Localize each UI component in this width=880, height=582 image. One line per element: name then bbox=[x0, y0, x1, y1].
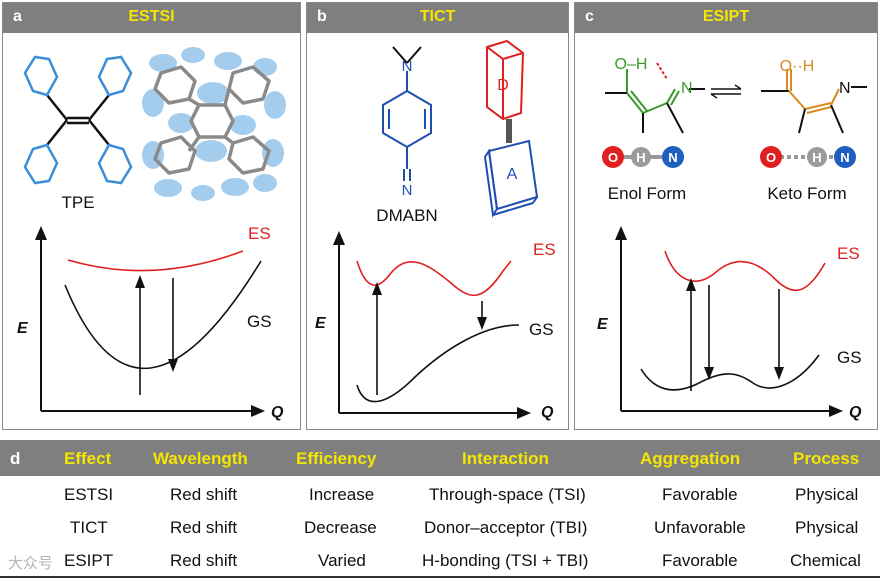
atom-h: H bbox=[636, 150, 645, 165]
header-process: Process bbox=[793, 449, 860, 468]
q-axis-label: Q bbox=[271, 404, 284, 421]
donor-label: D bbox=[497, 77, 509, 94]
dmabn-molecule bbox=[382, 46, 432, 181]
header-effect: Effect bbox=[64, 449, 112, 468]
cell-aggregation: Favorable bbox=[662, 485, 738, 504]
e-axis-label: E bbox=[597, 316, 609, 333]
gs-label: GS bbox=[837, 348, 862, 367]
energy-diagram-b: ES GS E Q bbox=[315, 231, 556, 421]
cell-process: Physical bbox=[795, 485, 859, 504]
cell-wavelength: Red shift bbox=[170, 518, 238, 537]
cell-aggregation: Favorable bbox=[662, 551, 738, 570]
es-label: ES bbox=[248, 224, 271, 243]
cell-process: Chemical bbox=[790, 551, 861, 570]
tpe-molecule bbox=[23, 55, 133, 185]
molecule-label: DMABN bbox=[376, 206, 437, 225]
cell-interaction: Through-space (TSI) bbox=[429, 485, 586, 504]
atom-h: H bbox=[812, 150, 821, 165]
orbital-diagram bbox=[142, 47, 286, 201]
gs-label: GS bbox=[247, 312, 272, 331]
panel-a-header: a ESTSI bbox=[3, 3, 300, 33]
atom-o: O bbox=[766, 150, 776, 165]
keto-structure bbox=[761, 69, 867, 134]
gs-label: GS bbox=[529, 320, 554, 339]
header-wavelength: Wavelength bbox=[153, 449, 248, 468]
es-label: ES bbox=[533, 240, 556, 259]
cell-aggregation: Unfavorable bbox=[654, 518, 746, 537]
cell-interaction: H-bonding (TSI + TBI) bbox=[422, 551, 589, 570]
cell-effect: ESIPT bbox=[64, 551, 114, 570]
cell-effect: ESTSI bbox=[64, 485, 114, 504]
keto-form-label: Keto Form bbox=[767, 184, 846, 203]
panel-letter: c bbox=[585, 8, 594, 25]
panel-title: ESIPT bbox=[702, 8, 750, 25]
acceptor-label: A bbox=[507, 166, 518, 183]
panel-c-art: O–H N O··H N O H N bbox=[597, 56, 867, 421]
q-axis-label: Q bbox=[541, 404, 554, 421]
panel-b-art: N N DMABN D A ES bbox=[315, 39, 556, 421]
e-axis-label: E bbox=[315, 315, 327, 332]
watermark: 大众号 bbox=[8, 555, 54, 572]
panel-a: a ESTSI TPE bbox=[2, 2, 301, 430]
panel-b-header: b TICT bbox=[307, 3, 568, 33]
enol-structure bbox=[605, 62, 705, 134]
enol-oh-label: O–H bbox=[615, 56, 648, 73]
cell-interaction: Donor–acceptor (TBI) bbox=[424, 518, 588, 537]
enol-form-label: Enol Form bbox=[608, 184, 686, 203]
atom-o: O bbox=[608, 150, 618, 165]
energy-diagram-c: ES GS E Q bbox=[597, 226, 862, 421]
enol-n-label: N bbox=[681, 80, 693, 97]
es-label: ES bbox=[837, 244, 860, 263]
header-interaction: Interaction bbox=[462, 449, 549, 468]
energy-diagram-a: ES GS E Q bbox=[17, 224, 284, 421]
panel-title: TICT bbox=[419, 8, 456, 25]
panel-letter: b bbox=[317, 8, 327, 25]
keto-n-label: N bbox=[839, 80, 851, 97]
panel-c-header: c ESIPT bbox=[575, 3, 877, 33]
q-axis-label: Q bbox=[849, 404, 862, 421]
cell-efficiency: Decrease bbox=[304, 518, 377, 537]
header-efficiency: Efficiency bbox=[296, 449, 377, 468]
donor-acceptor-model bbox=[483, 39, 539, 218]
atom-n: N bbox=[668, 150, 677, 165]
e-axis-label: E bbox=[17, 320, 29, 337]
keto-oh-label: O··H bbox=[780, 58, 815, 75]
panel-letter: a bbox=[13, 8, 22, 25]
panel-c: c ESIPT O–H N bbox=[574, 2, 878, 430]
enol-ball-model: O H N bbox=[602, 146, 684, 168]
atom-n: N bbox=[840, 150, 849, 165]
cell-effect: TICT bbox=[70, 518, 108, 537]
cell-efficiency: Increase bbox=[309, 485, 375, 504]
cell-efficiency: Varied bbox=[318, 551, 366, 570]
table-bottom-rule bbox=[0, 576, 880, 578]
cell-wavelength: Red shift bbox=[170, 551, 238, 570]
header-aggregation: Aggregation bbox=[640, 449, 741, 468]
panel-b: b TICT N N DMABN D bbox=[306, 2, 569, 430]
nitrile-nitrogen-label: N bbox=[402, 182, 413, 199]
molecule-label: TPE bbox=[61, 193, 94, 212]
cell-wavelength: Red shift bbox=[170, 485, 238, 504]
keto-ball-model: O H N bbox=[760, 146, 856, 168]
cell-process: Physical bbox=[795, 518, 859, 537]
equilibrium-arrows bbox=[710, 84, 742, 99]
panel-title: ESTSI bbox=[128, 8, 175, 25]
table-letter: d bbox=[10, 449, 21, 468]
panel-a-art: TPE bbox=[17, 47, 286, 421]
table-header-bar: d Effect Wavelength Efficiency Interacti… bbox=[0, 440, 880, 476]
nitrogen-label: N bbox=[402, 58, 413, 75]
